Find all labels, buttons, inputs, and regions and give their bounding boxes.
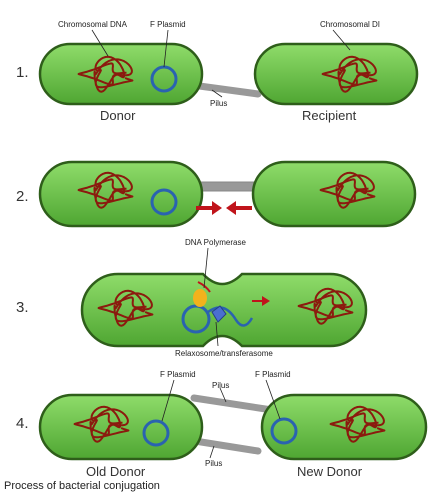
recipient-cell [253, 42, 419, 106]
chromosomal-dna-donor-step2 [77, 171, 134, 209]
arrow-left-icon [226, 201, 252, 215]
step-4: F Plasmid F Plasmid Pilus Pilus Old Dono… [38, 370, 428, 479]
chromosomal-dna-recipient [321, 55, 378, 93]
step-number-3: 3. [16, 299, 29, 316]
pointer-pilus [211, 89, 223, 98]
pointer-chromosomal-dna-right [332, 29, 351, 51]
label-recipient: Recipient [302, 108, 357, 123]
joined-cells-step3 [80, 272, 368, 348]
arrow-right-icon [196, 201, 222, 215]
figure-caption: Process of bacterial conjugation [4, 480, 160, 492]
label-f-plasmid-4-right: F Plasmid [255, 370, 291, 379]
pilus-step4-top [190, 394, 276, 414]
f-plasmid-step2 [150, 188, 178, 216]
chromosomal-dna-donor [77, 55, 134, 93]
pointer-f-plasmid-4-right [265, 379, 281, 420]
relaxosome [211, 305, 227, 323]
label-chromosomal-dna-left: Chromosomal DNA [58, 20, 128, 29]
step-number-2: 2. [16, 188, 29, 205]
f-plasmid-step3 [181, 304, 211, 334]
step-1: Chromosomal DNA F Plasmid Pilus Chromoso… [38, 20, 419, 123]
label-pilus-1: Pilus [210, 99, 227, 108]
chromosomal-dna-old-donor [73, 405, 130, 443]
pointer-f-plasmid [163, 29, 169, 68]
label-f-plasmid-4-left: F Plasmid [160, 370, 196, 379]
pointer-relaxosome [215, 321, 219, 347]
chromosomal-dna-recipient-step3 [297, 287, 354, 325]
step-number-1: 1. [16, 64, 29, 81]
old-donor-cell [38, 393, 204, 461]
pointer-pilus-4-top [219, 387, 227, 403]
arrow-transfer-icon [252, 296, 270, 306]
pointer-pilus-4-bottom [209, 445, 215, 459]
label-new-donor: New Donor [297, 464, 363, 479]
f-plasmid-old-donor [142, 419, 170, 447]
label-old-donor: Old Donor [86, 464, 146, 479]
label-donor: Donor [100, 108, 136, 123]
chromosomal-dna-recipient-step2 [319, 171, 376, 209]
polymerase-arrow [197, 281, 211, 293]
pointer-f-plasmid-4-left [161, 379, 175, 422]
step-2 [38, 160, 417, 228]
label-pilus-4-bottom: Pilus [205, 459, 222, 468]
label-chromosomal-dna-right: Chromosomal DI [320, 20, 380, 29]
chromosomal-dna-donor-step3 [97, 289, 154, 327]
label-relaxosome: Relaxosome/transferasome [175, 349, 273, 358]
step-3: DNA Polymerase Relaxosome/transferasome [80, 238, 368, 358]
donor-cell-step2 [38, 160, 204, 228]
f-plasmid-new-donor [270, 417, 298, 445]
pointer-chromosomal-dna [91, 29, 109, 57]
label-f-plasmid-1: F Plasmid [150, 20, 186, 29]
label-dna-polymerase: DNA Polymerase [185, 238, 246, 247]
chromosomal-dna-new-donor [329, 405, 386, 443]
dna-polymerase [193, 289, 207, 307]
pointer-dna-polymerase [203, 247, 209, 289]
label-pilus-4-top: Pilus [212, 381, 229, 390]
step-number-4: 4. [16, 415, 29, 432]
